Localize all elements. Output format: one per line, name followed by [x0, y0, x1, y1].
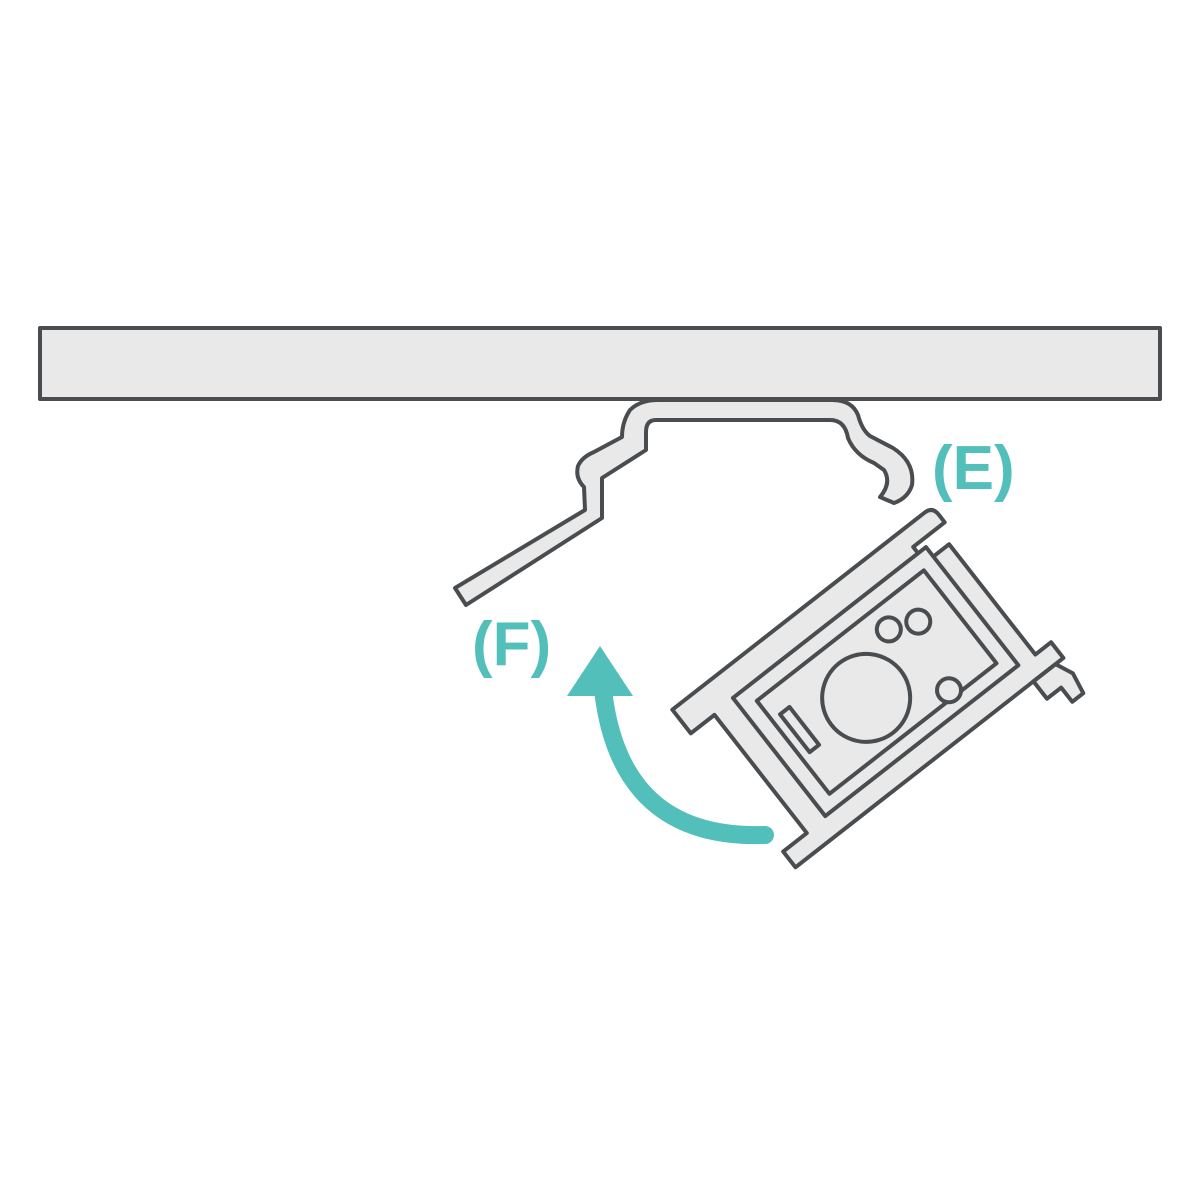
- curved-rotate-arrow-icon: [567, 646, 774, 845]
- mounting-surface: [38, 326, 1162, 401]
- arrow-shaft: [594, 681, 774, 845]
- light-module: [670, 508, 1086, 870]
- screw-hole-1: [874, 615, 903, 644]
- module-slot: [778, 704, 822, 755]
- lens-circle: [820, 651, 913, 744]
- screw-hole-2: [904, 607, 933, 636]
- label-e: (E): [932, 434, 1015, 503]
- arrow-head: [567, 646, 633, 696]
- mounting-clip: [453, 398, 915, 607]
- label-f: (F): [472, 610, 551, 679]
- connector-tab: [1031, 662, 1086, 704]
- screw-hole-3: [935, 676, 964, 705]
